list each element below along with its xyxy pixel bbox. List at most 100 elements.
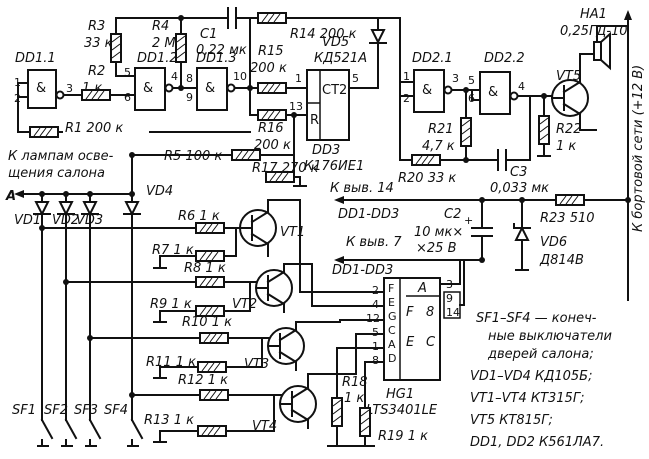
svg-text:9: 9 xyxy=(446,292,453,305)
resistor-r3: R3 33 к xyxy=(84,19,122,63)
display-hg1: F E G C A D A F 8 E C HG1 LTS3401LE xyxy=(366,277,441,418)
svg-text:R23 510: R23 510 xyxy=(540,211,595,226)
svg-text:C3: C3 xyxy=(510,165,527,180)
svg-text:A: A xyxy=(5,189,16,204)
svg-text:R8 1 к: R8 1 к xyxy=(184,261,226,276)
svg-text:C1: C1 xyxy=(200,27,217,42)
svg-text:К выв. 14: К выв. 14 xyxy=(330,181,394,196)
gate-dd1-3: DD1.3 & xyxy=(196,51,237,111)
svg-text:8: 8 xyxy=(426,305,434,320)
transistor-vt4: VT4 xyxy=(252,385,317,434)
svg-text:VT2: VT2 xyxy=(232,297,257,312)
svg-text:R18: R18 xyxy=(342,375,368,390)
label-dd1-1: DD1.1 xyxy=(15,51,56,66)
svg-text:F: F xyxy=(388,282,394,295)
svg-text:R22: R22 xyxy=(556,122,582,137)
svg-text:DD2.1: DD2.1 xyxy=(412,51,453,66)
svg-text:14: 14 xyxy=(446,306,460,319)
svg-text:HA1: HA1 xyxy=(580,7,607,22)
svg-text:R20 33 к: R20 33 к xyxy=(398,171,456,186)
svg-text:R: R xyxy=(310,113,319,128)
svg-text:10 мк×: 10 мк× xyxy=(414,225,463,240)
svg-text:R3: R3 xyxy=(88,19,105,34)
gate-dd2-2: DD2.2 & xyxy=(479,51,525,115)
svg-text:1 к: 1 к xyxy=(344,391,364,406)
resistor-r6: R6 1 к xyxy=(178,209,225,234)
svg-text:&: & xyxy=(422,83,432,98)
resistor-r7: R7 1 к xyxy=(152,243,225,262)
svg-text:VD1: VD1 xyxy=(14,213,41,228)
capacitor-c1: C1 0,22 мк xyxy=(196,7,247,58)
svg-text:VD5: VD5 xyxy=(322,35,349,50)
svg-text:4,7 к: 4,7 к xyxy=(422,139,455,154)
resistor-r13: R13 1 к xyxy=(144,413,227,437)
svg-text:ные выключатели: ные выключатели xyxy=(488,329,612,344)
svg-text:1: 1 xyxy=(372,340,379,353)
svg-text:SF1–SF4 — конеч-: SF1–SF4 — конеч- xyxy=(476,311,597,326)
resistor-r15: R15 200 к xyxy=(250,44,287,94)
svg-text:DD2.2: DD2.2 xyxy=(484,51,525,66)
svg-text:5: 5 xyxy=(124,66,131,79)
svg-text:5: 5 xyxy=(352,72,359,85)
svg-text:VT3: VT3 xyxy=(244,357,269,372)
svg-text:HG1: HG1 xyxy=(386,387,414,402)
svg-text:5: 5 xyxy=(468,74,475,87)
svg-text:DD1.2: DD1.2 xyxy=(137,51,178,66)
svg-text:200 к: 200 к xyxy=(250,61,287,76)
svg-text:&: & xyxy=(488,85,498,100)
svg-text:R21: R21 xyxy=(428,122,454,137)
svg-text:К176ИЕ1: К176ИЕ1 xyxy=(304,159,364,174)
svg-text:DD1-DD3: DD1-DD3 xyxy=(338,207,399,222)
svg-text:R10 1 к: R10 1 к xyxy=(182,315,232,330)
svg-text:12: 12 xyxy=(366,312,380,325)
capacitor-c3: C3 0,033 мк xyxy=(490,149,549,196)
svg-text:&: & xyxy=(143,81,153,96)
gate-dd1-2: DD1.2 & xyxy=(134,51,178,111)
svg-text:R2: R2 xyxy=(88,64,105,79)
svg-text:Д814В: Д814В xyxy=(539,253,584,268)
svg-text:&: & xyxy=(36,81,46,96)
svg-text:R15: R15 xyxy=(258,44,284,59)
svg-text:D: D xyxy=(388,352,396,365)
resistor-r17: R17 270 к xyxy=(252,161,319,183)
resistor-r11: R11 1 к xyxy=(146,355,227,373)
svg-text:C: C xyxy=(426,335,436,350)
svg-text:VD1–VD4 КД105Б;: VD1–VD4 КД105Б; xyxy=(470,369,592,384)
svg-text:4: 4 xyxy=(171,70,178,83)
svg-text:VT1: VT1 xyxy=(280,225,305,240)
svg-text:5: 5 xyxy=(372,326,379,339)
svg-text:SF2: SF2 xyxy=(44,403,68,418)
svg-text:VD6: VD6 xyxy=(540,235,567,250)
gate-dd1-1: DD1.1 & xyxy=(15,51,65,109)
svg-text:E: E xyxy=(388,296,395,309)
svg-text:1 к: 1 к xyxy=(556,139,576,154)
svg-text:К выв. 7: К выв. 7 xyxy=(346,235,402,250)
svg-text:VD4: VD4 xyxy=(146,184,173,199)
transistor-vt3: VT3 xyxy=(244,327,305,372)
svg-text:VT5 КТ815Г;: VT5 КТ815Г; xyxy=(470,413,553,428)
svg-text:R14 200 к: R14 200 к xyxy=(290,27,357,42)
component-note: SF1–SF4 — конеч- ные выключатели дверей … xyxy=(470,311,612,450)
svg-text:33 к: 33 к xyxy=(84,36,113,51)
svg-text:G: G xyxy=(388,310,397,323)
resistor-r10: R10 1 к xyxy=(182,315,232,344)
svg-text:6: 6 xyxy=(124,91,131,104)
svg-text:SF4: SF4 xyxy=(104,403,128,418)
svg-text:SF3: SF3 xyxy=(74,403,98,418)
transistor-vt5: VT5 xyxy=(551,69,589,117)
resistor-r16: R16 200 к xyxy=(254,109,291,153)
svg-text:1: 1 xyxy=(403,70,410,83)
speaker-ha1: HA1 0,25ГД-10 xyxy=(560,7,628,71)
svg-text:DD1-DD3: DD1-DD3 xyxy=(332,263,393,278)
counter-dd3: CT2 R DD3 К176ИЕ1 xyxy=(304,69,364,174)
svg-text:R9 1 к: R9 1 к xyxy=(150,297,192,312)
svg-text:1: 1 xyxy=(295,72,302,85)
svg-text:VT1–VT4 КТ315Г;: VT1–VT4 КТ315Г; xyxy=(470,391,584,406)
svg-text:R12 1 к: R12 1 к xyxy=(178,373,228,388)
svg-text:A: A xyxy=(388,338,396,351)
svg-text:8: 8 xyxy=(186,72,193,85)
svg-text:R16: R16 xyxy=(258,121,284,136)
resistor-r1: R1 200 к xyxy=(29,121,123,138)
svg-text:R17 270 к: R17 270 к xyxy=(252,161,319,176)
